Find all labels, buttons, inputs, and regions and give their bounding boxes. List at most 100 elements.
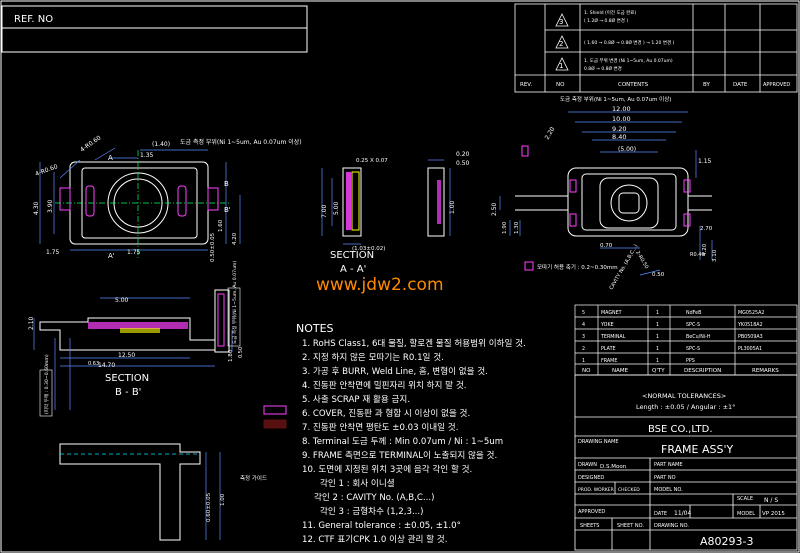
front-dim-r2: 4-R0.60 bbox=[34, 163, 59, 178]
section-aa-label: SECTION bbox=[330, 250, 374, 261]
company-name: BSE CO.,LTD. bbox=[648, 424, 713, 435]
bom-h-qty: Q'TY bbox=[652, 368, 665, 374]
iso-dim-1000: 10.00 bbox=[612, 115, 631, 123]
side-dim-500: 5.00 bbox=[333, 201, 340, 215]
bom-cell-no: 3 bbox=[582, 334, 585, 340]
bb-dim-050: 0.50 bbox=[238, 347, 244, 358]
note-7-marker bbox=[263, 419, 287, 429]
bom-cell-remarks: YK0518A2 bbox=[737, 322, 763, 328]
rev-header-by: BY bbox=[703, 82, 710, 88]
watermark: www.jdw2.com bbox=[316, 275, 444, 295]
scale-label: SCALE bbox=[737, 496, 753, 502]
rev-mark-1: 1 bbox=[559, 62, 563, 70]
bom-cell-remarks: MG0525A2 bbox=[738, 310, 764, 316]
rev-3-line-1: 1. Shield (이전 도금 완료) bbox=[584, 9, 636, 16]
bom-h-remarks: REMARKS bbox=[752, 368, 779, 374]
bom-cell-name: YOKE bbox=[600, 322, 614, 328]
bom-cell-no: 2 bbox=[582, 346, 585, 352]
bom-cell-qty: 1 bbox=[656, 358, 659, 364]
ref-no-label: REF. NO bbox=[14, 14, 53, 25]
title-block bbox=[574, 374, 798, 551]
model-no-label: MODEL NO. bbox=[654, 487, 683, 493]
bom-cell-no: 4 bbox=[582, 322, 585, 328]
bom-cell-qty: 1 bbox=[656, 334, 659, 340]
section-a-label: A bbox=[108, 154, 113, 162]
note-2: 2. 지정 하지 않은 모따기는 R0.1일 것. bbox=[302, 352, 444, 363]
rev-mark-3: 3 bbox=[559, 18, 563, 26]
iso-dim-920: 9.20 bbox=[612, 125, 626, 133]
bom-cell-qty: 1 bbox=[656, 322, 659, 328]
bom-cell-desc: PPS bbox=[686, 358, 695, 364]
lead-note: 측정 가이드 bbox=[240, 474, 267, 482]
iso-dim-050: 0.50 bbox=[652, 272, 665, 278]
checked-label: CHECKED bbox=[618, 487, 640, 493]
iso-dim-130: 1.30 bbox=[514, 221, 520, 234]
front-dim-390: 3.90 bbox=[47, 199, 54, 213]
bom-cell-remarks: PB0509A3 bbox=[738, 334, 763, 340]
bb-dim-1470: 14.70 bbox=[98, 362, 115, 369]
side-dim-050: 0.50 bbox=[456, 160, 470, 167]
iso-dim-r: 2-R0.50 bbox=[634, 250, 649, 270]
drawing-no-label: DRAWING NO. bbox=[654, 523, 689, 529]
note-10-sub-2: 각인 2 : CAVITY No. (A,B,C...) bbox=[314, 491, 434, 503]
side-view: 0.25 X 0.07 0.20 0.50 7.00 5.00 (1.03±0.… bbox=[321, 151, 470, 275]
front-dim-140: (1.40) bbox=[152, 141, 170, 148]
front-note: 도금 측정 부위(Ni 1~5um, Au 0.07um 이상) bbox=[180, 138, 302, 146]
tol-value: Length : ±0.05 / Angular : ±1° bbox=[636, 403, 735, 411]
model-label: MODEL bbox=[737, 511, 755, 517]
iso-dim-840: 8.40 bbox=[612, 133, 626, 141]
note-12: 12. CTF 표기CPK 1.0 이상 관리 할 것. bbox=[302, 534, 447, 545]
section-b2-label: B' bbox=[224, 206, 231, 214]
bb-dim-180: 1.80 bbox=[228, 349, 234, 362]
drawn-by: D.S.Moon bbox=[600, 464, 627, 470]
tol-title: <NORMAL TOLERANCES> bbox=[642, 392, 726, 400]
drawing-name-label: DRAWING NAME bbox=[578, 439, 619, 445]
bom-table bbox=[574, 304, 798, 376]
section-bb-sub: B - B' bbox=[115, 387, 141, 398]
rev-2-line-1: ( 1.60 → 0.8Ø → 0.8Ø 변경 ) → 1.20 변경 ) bbox=[584, 39, 675, 46]
note-8: 8. Terminal 도금 두께 : Min 0.07um / Ni : 1~… bbox=[302, 436, 503, 447]
iso-dim-500: (5.00) bbox=[618, 146, 636, 153]
note-10-sub-1: 각인 1 : 회사 이니셜 bbox=[320, 477, 395, 489]
rev-header-rev: REV. bbox=[520, 82, 532, 88]
part-no-label: PART NO bbox=[654, 475, 676, 481]
bom-cell-no: 5 bbox=[582, 310, 585, 316]
section-aa-sub: A - A' bbox=[340, 264, 366, 275]
prod-worker-label: PROD. WORKER bbox=[578, 487, 614, 493]
note-1: 1. RoHS Class1, 6대 물질, 할로겐 물질 허용범위 이하일 것… bbox=[302, 337, 526, 349]
lead-dim-060: 0.60±0.05 bbox=[206, 492, 212, 522]
bom-cell-remarks: PL3005A1 bbox=[738, 346, 762, 352]
section-bb-label: SECTION bbox=[105, 373, 149, 384]
front-dim-050: 0.50±0.05 bbox=[210, 232, 216, 262]
section-b-label: B bbox=[224, 180, 229, 188]
iso-view: 도금 측정 부위(Ni 1~5um, Au 0.07um 이상) 12.00 1… bbox=[491, 95, 718, 291]
iso-dim-1200: 12.00 bbox=[612, 105, 631, 113]
bom-h-no: NO bbox=[582, 368, 591, 374]
note-10: 10. 도면에 지정된 위치 3곳에 음각 각인 할 것. bbox=[302, 463, 472, 475]
note-3: 3. 가공 후 BURR, Weld Line, 흠, 변형이 없을 것. bbox=[302, 365, 488, 377]
iso-dim-220: 2.20 bbox=[544, 126, 557, 141]
lead-dim-100: 1.00 bbox=[220, 493, 226, 506]
bom-cell-qty: 1 bbox=[656, 346, 659, 352]
rev-1-line-2: 0.8Ø → 0.8Ø 변경 bbox=[584, 65, 622, 72]
front-dim-175b: 1.75 bbox=[127, 249, 141, 256]
front-dim-160: 1.60 bbox=[218, 219, 224, 232]
bom-cell-desc: SPC-S bbox=[686, 346, 700, 352]
bom-cell-desc: NdFeB bbox=[686, 310, 701, 316]
drawn-label: DRAWN bbox=[578, 462, 597, 468]
sheets-label: SHEETS bbox=[580, 523, 599, 529]
front-dim-420: 4.20 bbox=[232, 232, 238, 245]
bom-h-desc: DESCRIPTION bbox=[684, 368, 721, 374]
approved-label: APPROVED bbox=[578, 509, 605, 515]
sheet-no-label: SHEET NO. bbox=[617, 523, 644, 529]
note-9: 9. FRAME 측면으로 TERMINAL이 노출되지 않을 것. bbox=[302, 450, 497, 461]
note-6: 6. COVER, 진동판 과 형합 시 이상이 없을 것. bbox=[302, 408, 470, 419]
bom-cell-name: TERMINAL bbox=[600, 334, 626, 340]
date-label: DATE bbox=[654, 511, 667, 517]
front-dim-r1: 4-R0.60 bbox=[79, 134, 102, 153]
side-dim-100: 1.00 bbox=[449, 200, 456, 214]
part-name-label: PART NAME bbox=[654, 462, 683, 468]
bb-dim-1250: 12.50 bbox=[118, 352, 135, 359]
